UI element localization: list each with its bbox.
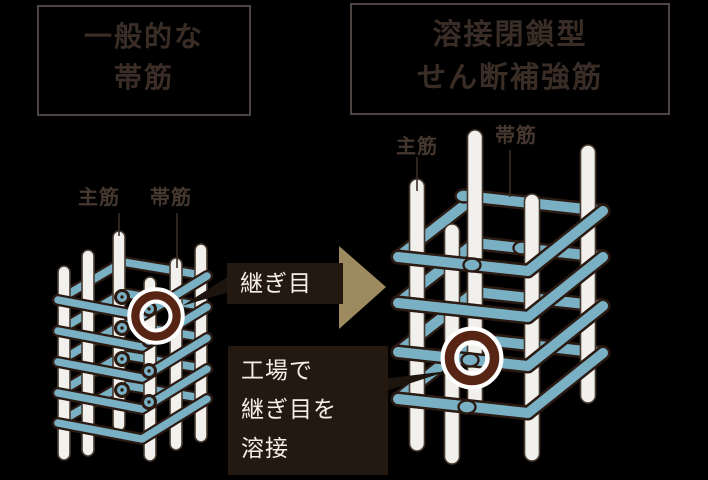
left-joint-highlight-ring: [127, 287, 185, 345]
hoop-band: [54, 303, 211, 351]
left-hoop-fronts: [52, 270, 213, 445]
left-main-bar-label: 主筋: [78, 187, 120, 209]
hoop-joint-hook: [114, 382, 130, 398]
hoop-joint-hook: [114, 289, 130, 305]
factory-weld-line2: 継ぎ目を: [241, 397, 337, 422]
left-title-line2: 帯筋: [113, 63, 174, 94]
left-title-line1: 一般的な: [83, 22, 204, 53]
weld-joint: [460, 352, 480, 368]
label-leader-lines: [118, 150, 511, 268]
joint-callout: 継ぎ目: [227, 263, 343, 304]
right-hoop-fronts: [390, 203, 611, 421]
hoop-band: [393, 348, 608, 418]
hoop-joint-hook: [141, 363, 157, 379]
right-rebar-cage: [390, 129, 611, 465]
right-title-box: 溶接閉鎖型 せん断補強筋: [350, 3, 670, 115]
hoop-band: [393, 252, 608, 322]
hoop-joint-hook: [114, 351, 130, 367]
left-title-box: 一般的な 帯筋: [37, 5, 251, 116]
right-joint-highlight-ring: [440, 326, 504, 390]
hoop-band: [54, 334, 211, 382]
hoop-joint-hook: [141, 394, 157, 410]
comparison-arrow-icon: [339, 246, 386, 329]
hoop-band: [393, 206, 608, 276]
main-bar: [523, 193, 541, 462]
factory-weld-callout: 工場で 継ぎ目を 溶接: [228, 346, 388, 475]
hoop-band: [54, 365, 211, 413]
callout-pointer: [182, 276, 229, 306]
right-title-line2: せん断補強筋: [416, 62, 603, 94]
right-hoop-label: 帯筋: [495, 125, 537, 147]
left-hoop-hooks: [114, 289, 157, 410]
weld-joint: [462, 257, 482, 273]
factory-weld-line3: 溶接: [241, 436, 289, 461]
left-hoop-label: 帯筋: [150, 187, 192, 209]
main-bar: [408, 178, 426, 452]
left-rebar-cage: [52, 230, 213, 462]
factory-weld-line1: 工場で: [241, 358, 313, 383]
weld-joint: [457, 399, 477, 415]
hoop-band: [54, 395, 211, 443]
callout-pointer: [374, 371, 448, 395]
right-title-line1: 溶接閉鎖型: [432, 19, 588, 51]
right-main-bar-label: 主筋: [396, 136, 438, 158]
hoop-joint-hook: [114, 320, 130, 336]
